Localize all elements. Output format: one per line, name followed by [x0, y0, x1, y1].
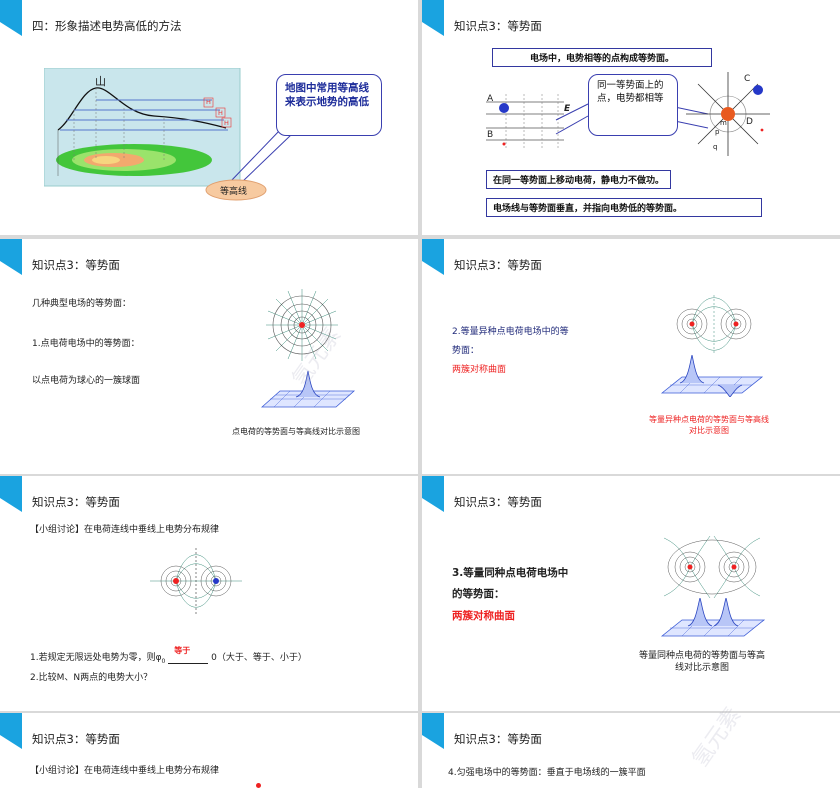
figure-caption: 等量异种点电荷的等势面与等高线对比示意图: [649, 415, 769, 435]
point-charge-field-figure: [266, 289, 338, 361]
slide-title: 知识点3：等势面: [454, 258, 542, 272]
point-m-label: m: [720, 119, 727, 127]
point-q-label: q: [713, 143, 718, 151]
map-callout: 地图中常用等高线来表示地势的高低: [276, 74, 382, 136]
slide-title: 知识点3：等势面: [32, 732, 120, 746]
point-p-label: p: [715, 128, 720, 136]
equipotential-callout: 同一等势面上的点，电势都相等: [588, 74, 678, 136]
callout-pointer: [229, 129, 293, 183]
slide-5[interactable]: 知识点3：等势面 【小组讨论】在电荷连线中垂线上电势分布规律 1.若规定无限远处…: [0, 476, 418, 711]
text-line-2: 势面：: [452, 346, 480, 356]
text-line-2: 1.点电荷电场中的等势面：: [32, 339, 140, 349]
field-e-label: E: [564, 104, 571, 114]
slide-title: 知识点3：等势面: [32, 495, 120, 509]
text-line-3: 以点电荷为球心的一簇球面: [32, 376, 141, 386]
height-label-1: H: [206, 98, 211, 106]
question-1-prefix: 1.若规定无限远处电势为零，则φ: [30, 653, 162, 663]
highlight-text: 两簇对称曲面: [452, 365, 507, 375]
discussion-prompt: 【小组讨论】在电荷连线中垂线上电势分布规律: [30, 766, 220, 776]
question-1-subscript: 0: [161, 657, 166, 665]
text-line-1: 3.等量同种点电荷电场中: [452, 567, 569, 579]
point-c-label: C: [744, 74, 751, 84]
answer-blank: 等于: [168, 646, 209, 664]
mountain-label: 山: [95, 75, 106, 88]
point-d-label: D: [746, 117, 753, 127]
slide-title: 知识点3：等势面: [454, 19, 542, 33]
point-b-label: B: [487, 130, 494, 140]
text-line-1: 几种典型电场的等势面：: [32, 299, 132, 309]
point-charge-figure: [686, 72, 770, 156]
slide-title: 知识点3：等势面: [454, 495, 542, 509]
slide-8[interactable]: 知识点3：等势面 4.匀强电场中的等势面：垂直于电场线的一簇平面: [422, 713, 840, 788]
field-line-box: 电场线与等势面垂直，并指向电势低的等势面。: [486, 198, 762, 217]
red-mark: [256, 783, 261, 788]
contour-map-figure: [44, 68, 241, 187]
figure-caption: 点电荷的等势面与等高线对比示意图: [232, 427, 360, 436]
dipole-field-figure: [150, 548, 242, 614]
opposite-potential-surface-figure: [660, 355, 764, 397]
highlight-text: 两簇对称曲面: [452, 610, 515, 622]
slide-1[interactable]: 四：形象描述电势高低的方法 山 H H H 等高线 地图中: [0, 0, 418, 235]
slide-title: 知识点3：等势面: [454, 732, 542, 746]
definition-box: 电场中，电势相等的点构成等势面。: [492, 48, 712, 67]
slide-3[interactable]: 知识点3：等势面 几种典型电场的等势面： 1.点电荷电场中的等势面： 以点电荷为…: [0, 239, 418, 474]
opposite-charges-field-figure: [676, 295, 752, 353]
like-potential-surface-figure: [660, 598, 766, 637]
slide-4[interactable]: 知识点3：等势面 2.等量异种点电荷电场中的等 势面： 两簇对称曲面 等量异种点…: [422, 239, 840, 474]
contour-label-bubble: [205, 179, 267, 201]
slide-6[interactable]: 知识点3：等势面 3.等量同种点电荷电场中 的等势面： 两簇对称曲面 等量同种点…: [422, 476, 840, 711]
text-line-2: 的等势面：: [452, 588, 505, 600]
potential-surface-figure: [260, 370, 356, 408]
text-line-1: 4.匀强电场中的等势面：垂直于电场线的一簇平面: [448, 768, 646, 778]
text-line-1: 2.等量异种点电荷电场中的等: [452, 327, 569, 337]
like-charges-field-figure: [663, 536, 761, 598]
point-a-label: A: [487, 94, 494, 104]
figure-caption: 等量同种点电荷的等势面与等高线对比示意图: [638, 651, 765, 674]
height-label-2: H: [218, 109, 223, 117]
height-label-3: H: [224, 119, 229, 127]
discussion-prompt: 【小组讨论】在电荷连线中垂线上电势分布规律: [30, 525, 220, 535]
answer-text: 等于: [174, 646, 191, 655]
question-1: 1.若规定无限远处电势为零，则φ0 等于 0（大于、等于、小于）: [30, 646, 307, 665]
slide-title: 知识点3：等势面: [32, 258, 120, 272]
uniform-field-figure: [486, 94, 564, 148]
slide-2[interactable]: 知识点3：等势面 电场中，电势相等的点构成等势面。 A B E 同一等势面上的点…: [422, 0, 840, 235]
work-box: 在同一等势面上移动电荷，静电力不做功。: [486, 170, 672, 189]
slide-7[interactable]: 知识点3：等势面 【小组讨论】在电荷连线中垂线上电势分布规律: [0, 713, 418, 788]
slide-title: 四：形象描述电势高低的方法: [32, 19, 182, 33]
question-1-suffix: 0（大于、等于、小于）: [211, 653, 307, 663]
question-2: 2.比较M、N两点的电势大小？: [30, 673, 153, 683]
contour-label: 等高线: [220, 187, 248, 197]
